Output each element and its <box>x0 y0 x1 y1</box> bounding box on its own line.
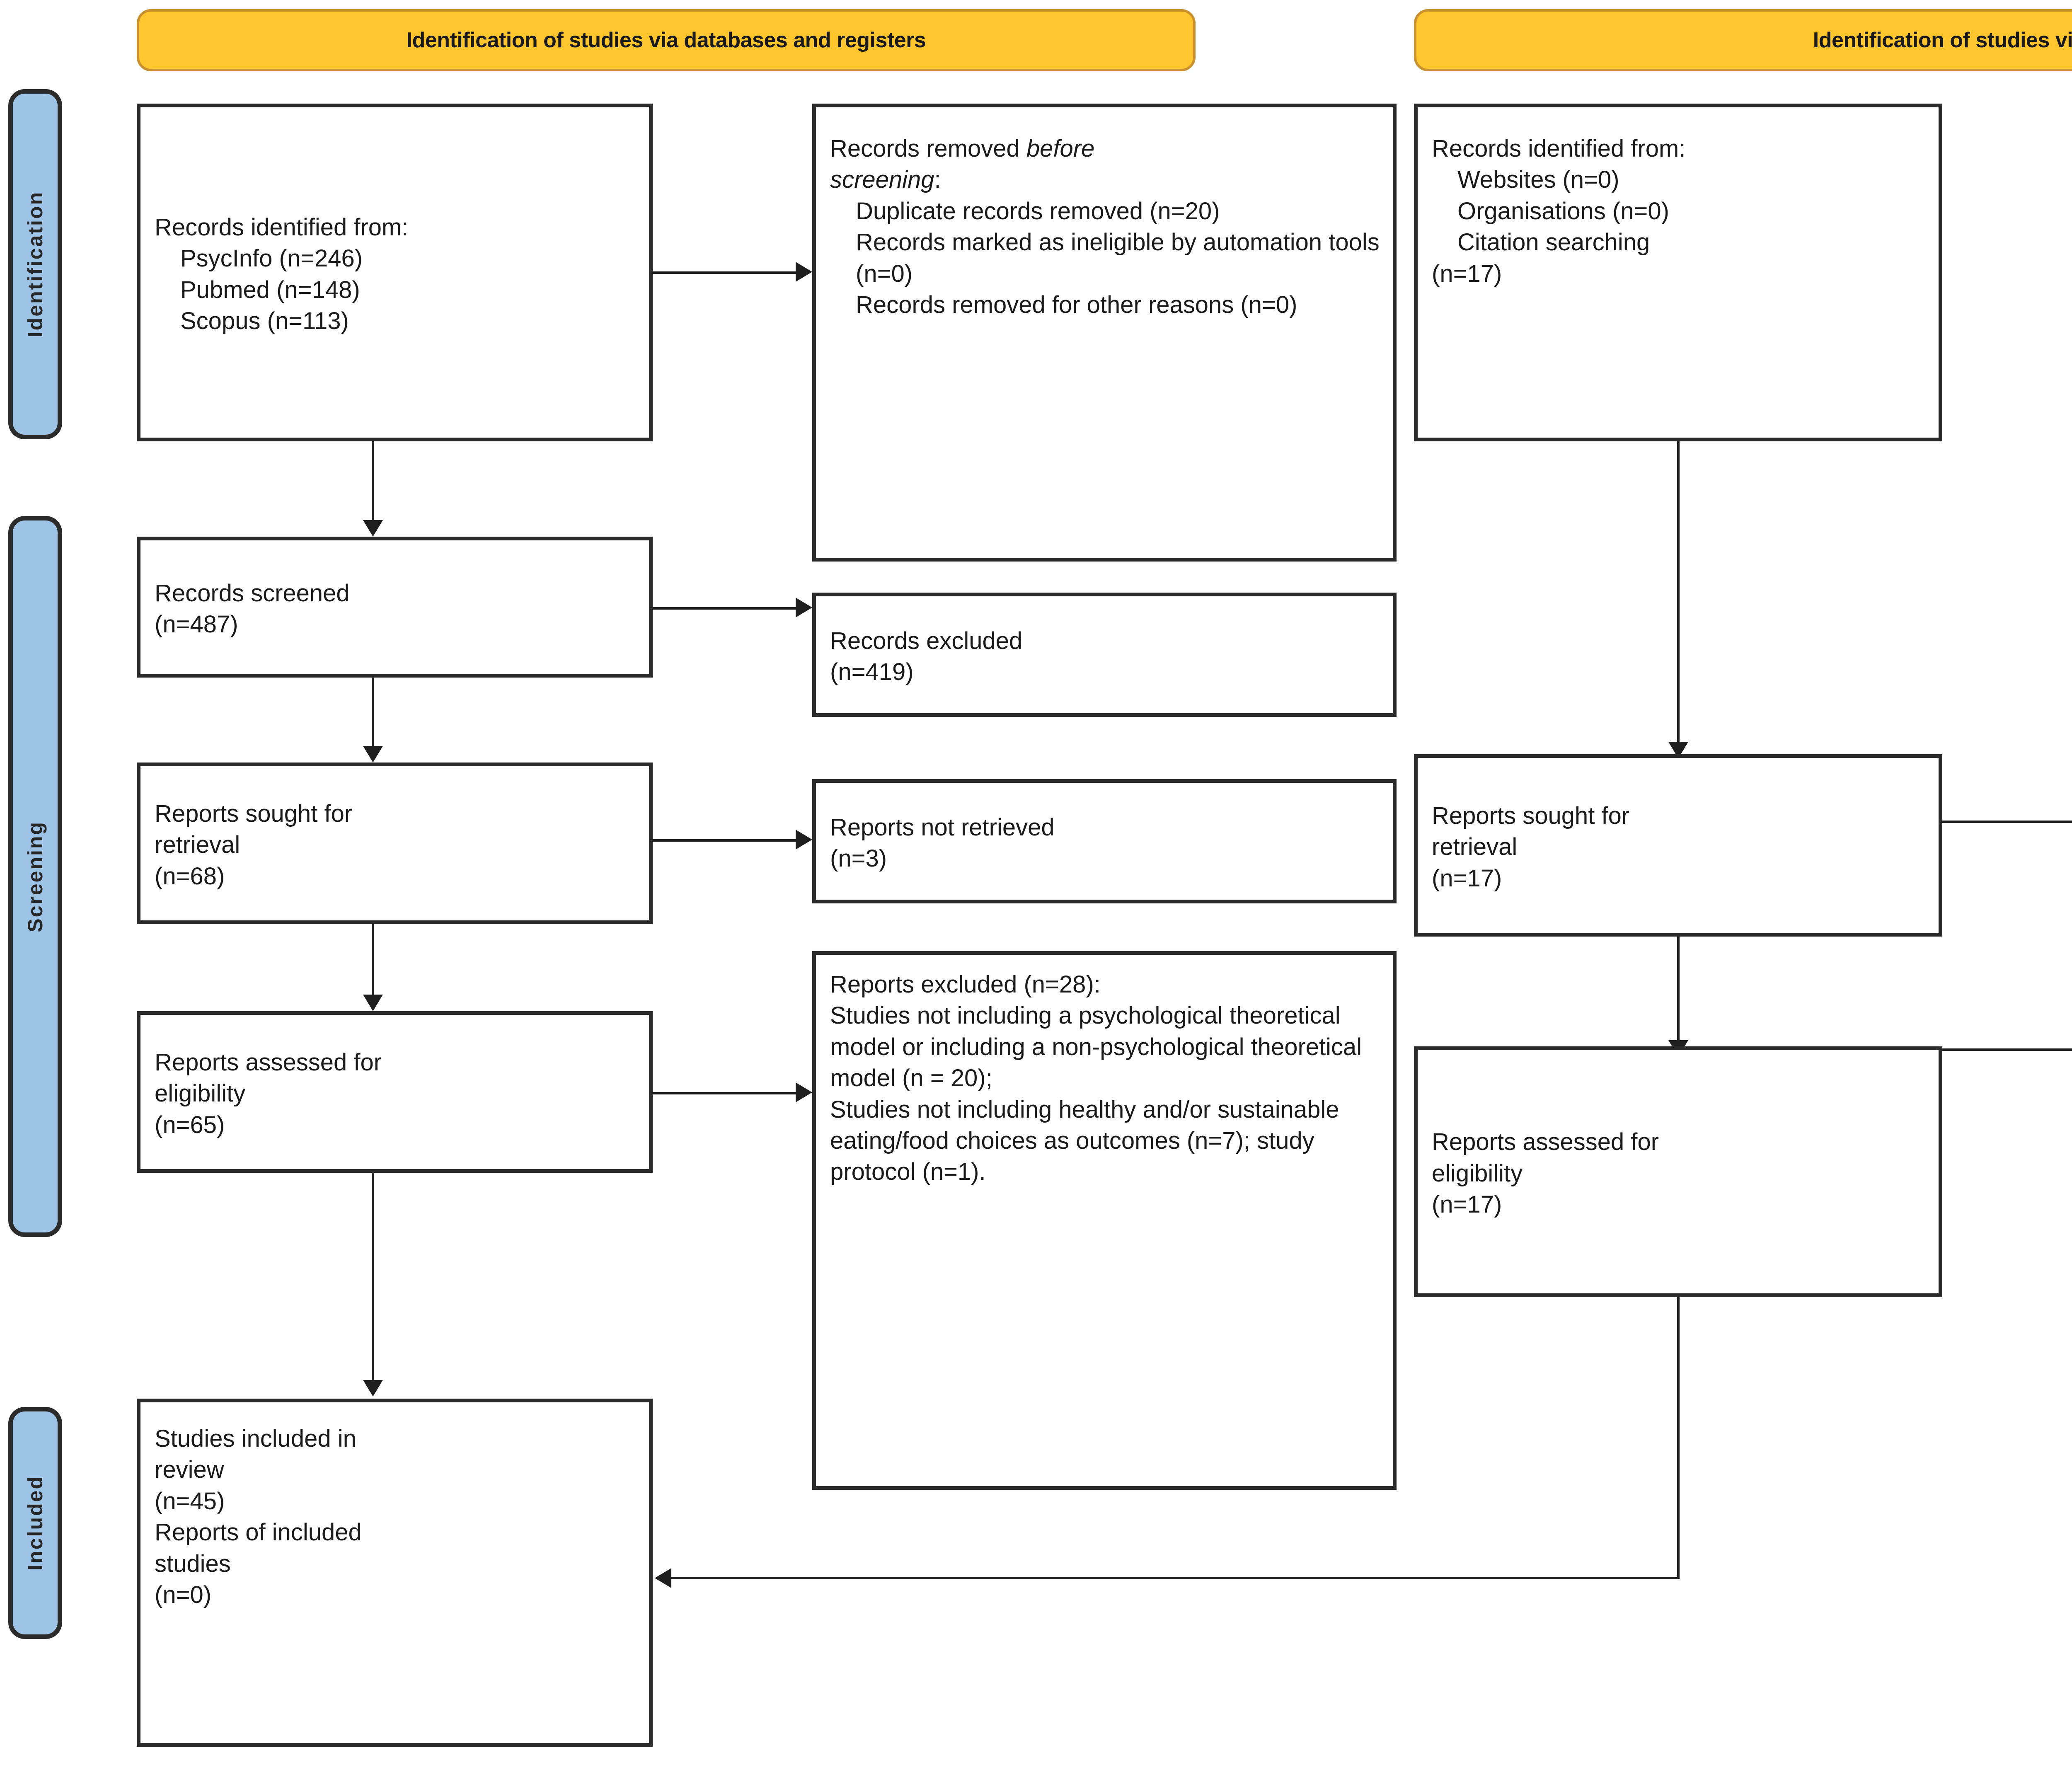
connector-assessed-to-included <box>372 1173 374 1384</box>
records-identified-other-source-2: Organisations (n=0) <box>1457 197 1669 225</box>
records-identified-other-title: Records identified from: <box>1432 135 1686 162</box>
reports-assessed-db-line-2: eligibility <box>155 1080 246 1107</box>
records-identified-other-source-3-count: (n=17) <box>1432 260 1502 287</box>
connector-assessed-to-excluded-db <box>653 1092 796 1094</box>
connector-sought-to-assessed-db-arrow <box>363 995 383 1011</box>
header-databases-and-registers: Identification of studies via databases … <box>137 9 1196 71</box>
reports-not-retrieved-db-line-1: Reports not retrieved <box>830 813 1055 841</box>
connector-sought-to-not-retrieved-db <box>653 839 796 842</box>
reports-assessed-other-line-3: (n=17) <box>1432 1191 1502 1218</box>
records-excluded-line-1: Records excluded <box>830 627 1023 654</box>
reports-not-retrieved-db-line-2: (n=3) <box>830 845 887 872</box>
records-removed-reason-1: Duplicate records removed (n=20) <box>856 197 1220 225</box>
records-excluded-line-2: (n=419) <box>830 658 914 685</box>
box-reports-excluded-databases: Reports excluded (n=28): Studies not inc… <box>812 951 1397 1490</box>
box-records-excluded: Records excluded (n=419) <box>812 593 1397 717</box>
box-studies-included: Studies included in review (n=45) Report… <box>137 1399 653 1747</box>
reports-sought-other-line-1: Reports sought for <box>1432 802 1630 829</box>
records-removed-title-plain: Records removed <box>830 135 1026 162</box>
records-removed-reason-3: Records removed for other reasons (n=0) <box>856 291 1297 318</box>
connector-other-assessed-to-included-horizontal <box>671 1577 1678 1579</box>
connector-other-assessed-to-included-vertical <box>1677 1297 1680 1579</box>
stage-label-identification: Identification <box>8 89 62 439</box>
box-records-screened: Records screened (n=487) <box>137 537 653 678</box>
header-other-methods: Identification of studies via other meth… <box>1414 9 2072 71</box>
reports-assessed-db-line-3: (n=65) <box>155 1111 225 1138</box>
studies-included-line-1: Studies included in <box>155 1425 356 1452</box>
box-records-identified-databases: Records identified from: PsycInfo (n=246… <box>137 104 653 441</box>
box-reports-sought-databases: Reports sought for retrieval (n=68) <box>137 763 653 924</box>
records-removed-title-italic: before <box>1026 135 1095 162</box>
studies-included-line-2: review <box>155 1456 224 1484</box>
records-screened-line-1: Records screened <box>155 579 350 607</box>
box-reports-assessed-databases: Reports assessed for eligibility (n=65) <box>137 1011 653 1173</box>
stage-label-screening-text: Screening <box>24 821 47 932</box>
records-identified-db-source-1: PsycInfo (n=246) <box>180 245 363 272</box>
studies-included-line-6: (n=0) <box>155 1581 212 1608</box>
connector-screened-to-sought <box>372 678 374 750</box>
records-identified-db-source-3: Scopus (n=113) <box>180 307 349 334</box>
reports-excluded-db-reason-1: Studies not including a psychological th… <box>830 1002 1369 1092</box>
reports-excluded-db-reason-2: Studies not including healthy and/or sus… <box>830 1096 1346 1186</box>
reports-sought-other-line-2: retrieval <box>1432 833 1518 861</box>
box-reports-sought-other: Reports sought for retrieval (n=17) <box>1414 754 1942 937</box>
connector-sought-to-assessed-db <box>372 924 374 999</box>
reports-assessed-db-line-1: Reports assessed for <box>155 1048 382 1076</box>
stage-label-included: Included <box>8 1407 62 1639</box>
connector-sought-to-assessed-other <box>1677 937 1680 1044</box>
connector-other-identified-to-sought <box>1677 441 1680 746</box>
records-removed-title: Records removed before <box>830 133 1380 164</box>
connector-assessed-to-excluded-other <box>1942 1048 2072 1051</box>
reports-assessed-other-line-2: eligibility <box>1432 1160 1523 1187</box>
studies-included-line-5: studies <box>155 1550 231 1577</box>
reports-sought-db-line-1: Reports sought for <box>155 800 353 827</box>
connector-other-assessed-to-included-arrow <box>655 1568 671 1588</box>
records-removed-title-italic2: screening <box>830 166 934 194</box>
box-records-removed-before-screening: Records removed before screening: Duplic… <box>812 104 1397 562</box>
records-removed-title-line2: screening: <box>830 164 1380 195</box>
box-reports-assessed-other: Reports assessed for eligibility (n=17) <box>1414 1046 1942 1297</box>
records-screened-line-2: (n=487) <box>155 611 238 638</box>
reports-sought-db-line-3: (n=68) <box>155 862 225 890</box>
connector-sought-to-not-retrieved-db-arrow <box>796 830 812 850</box>
connector-identified-to-removed-arrow <box>796 262 812 282</box>
box-reports-not-retrieved-databases: Reports not retrieved (n=3) <box>812 779 1397 903</box>
stage-label-identification-text: Identification <box>24 191 47 338</box>
connector-assessed-to-included-arrow <box>363 1380 383 1397</box>
records-identified-other-source-3: Citation searching <box>1457 229 1650 256</box>
header-other-methods-label: Identification of studies via other meth… <box>1813 28 2072 52</box>
records-removed-reason-2: Records marked as ineligible by automati… <box>856 229 1386 287</box>
reports-sought-db-line-2: retrieval <box>155 831 240 859</box>
connector-screened-to-excluded <box>653 607 796 610</box>
connector-sought-to-not-retrieved-other <box>1942 821 2072 823</box>
reports-excluded-db-title: Reports excluded (n=28): <box>830 971 1101 998</box>
studies-included-line-4: Reports of included <box>155 1519 362 1546</box>
connector-screened-to-excluded-arrow <box>796 598 812 617</box>
reports-assessed-other-line-1: Reports assessed for <box>1432 1128 1659 1156</box>
records-identified-db-title: Records identified from: <box>155 213 409 241</box>
connector-screened-to-sought-arrow <box>363 746 383 763</box>
header-databases-label: Identification of studies via databases … <box>406 28 926 52</box>
studies-included-line-3: (n=45) <box>155 1487 225 1515</box>
connector-assessed-to-excluded-db-arrow <box>796 1082 812 1102</box>
box-records-identified-other: Records identified from: Websites (n=0) … <box>1414 104 1942 441</box>
connector-identified-to-removed <box>653 271 796 274</box>
reports-sought-other-line-3: (n=17) <box>1432 864 1502 892</box>
connector-identified-to-screened-arrow <box>363 520 383 537</box>
records-removed-title-colon: : <box>934 166 941 194</box>
connector-identified-to-screened <box>372 441 374 524</box>
records-identified-other-source-1: Websites (n=0) <box>1457 166 1619 194</box>
stage-label-screening: Screening <box>8 516 62 1237</box>
records-identified-db-source-2: Pubmed (n=148) <box>180 276 360 303</box>
stage-label-included-text: Included <box>24 1475 47 1571</box>
